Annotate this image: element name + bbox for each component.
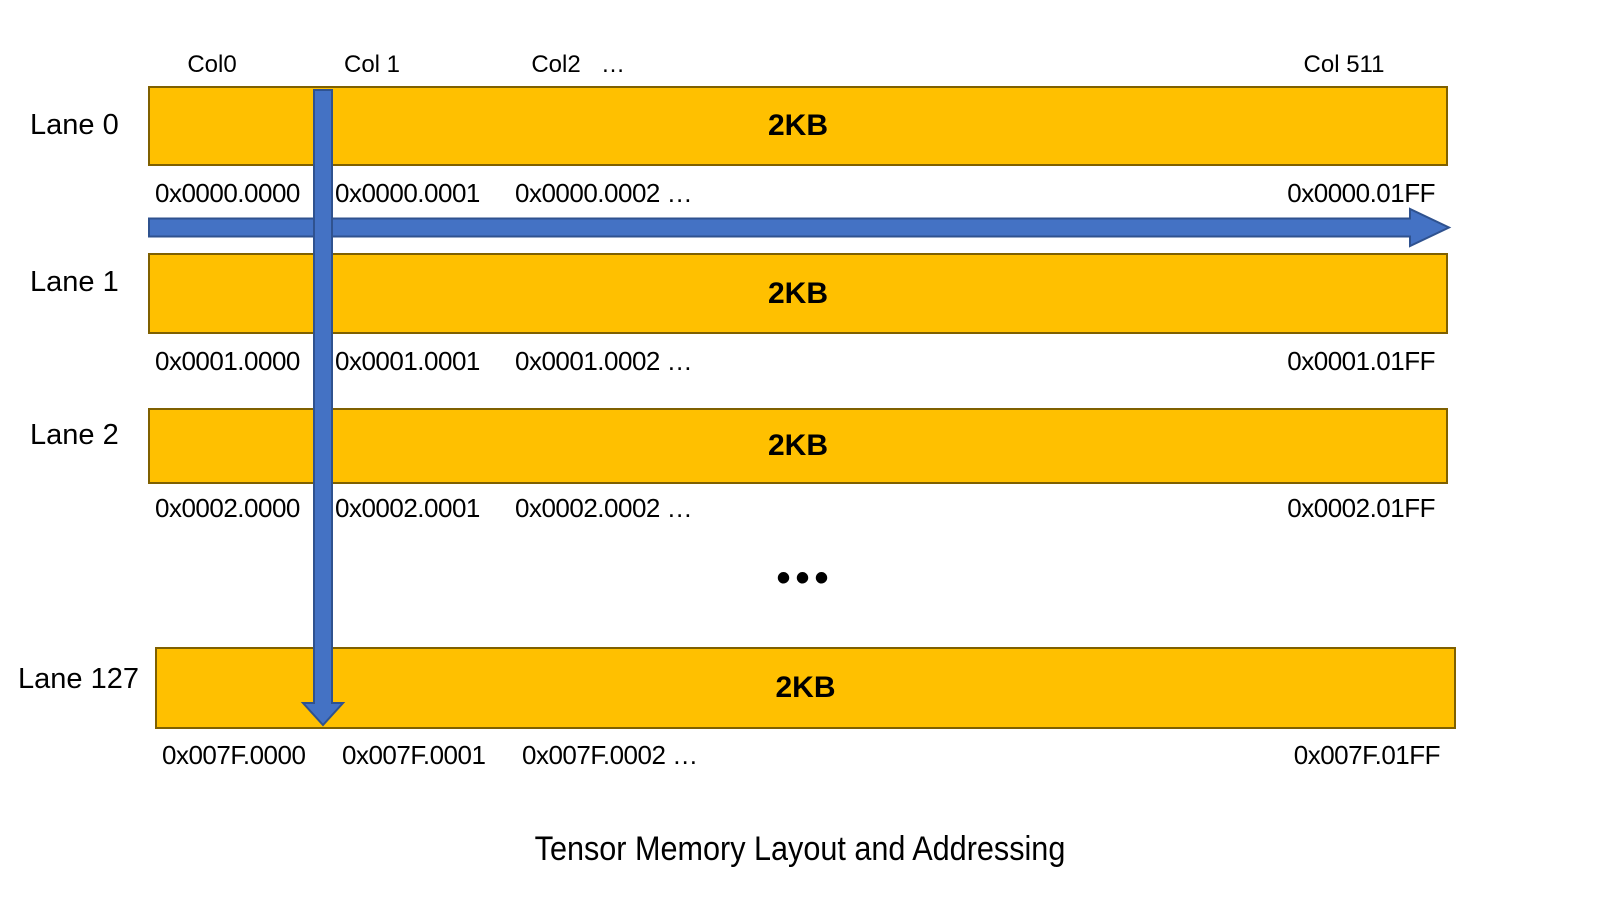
lane-1-addr-0: 0x0001.0000 [155,346,300,376]
horizontal-address-arrow-icon [148,207,1452,248]
lane-2-size-label: 2KB [767,429,828,462]
lane-127-label: Lane 127 [18,663,139,695]
lane-0-addr-0: 0x0000.0000 [155,178,300,208]
diagram-title: Tensor Memory Layout and Addressing [534,830,1066,868]
lane-0-addr-2: 0x0000.0002 … [515,178,693,208]
vertical-lane-arrow-icon [300,89,346,727]
lane-1-label: Lane 1 [30,266,119,298]
lane-127-addr-2: 0x007F.0002 … [522,740,698,770]
lane-127-size-label: 2KB [775,671,836,704]
lane-0-addr-last: 0x0000.01FF [1287,178,1435,208]
lane-2-label: Lane 2 [30,419,119,451]
lane-2-addr-last: 0x0002.01FF [1287,493,1435,523]
col-header-2: Col2 [531,51,581,78]
lane-rows-ellipsis: ••• [776,556,834,600]
lane-0-label: Lane 0 [30,109,119,141]
col-header-511: Col 511 [1303,51,1385,78]
lane-1-addr-1: 0x0001.0001 [335,346,480,376]
lane-1-bar: 2KB [148,253,1448,334]
lane-2-bar: 2KB [148,408,1448,484]
lane-127-addr-0: 0x007F.0000 [162,740,306,770]
lane-1-addr-2: 0x0001.0002 … [515,346,693,376]
lane-2-addr-1: 0x0002.0001 [335,493,480,523]
lane-127-bar: 2KB [155,647,1456,729]
lane-2-addr-0: 0x0002.0000 [155,493,300,523]
lane-127-addr-last: 0x007F.01FF [1293,740,1441,770]
lane-0-size-label: 2KB [767,109,828,142]
col-header-0: Col0 [187,51,237,78]
lane-0-addr-1: 0x0000.0001 [335,178,480,208]
col-header-1: Col 1 [343,51,401,78]
lane-2-addr-2: 0x0002.0002 … [515,493,693,523]
lane-0-bar: 2KB [148,86,1448,166]
lane-1-size-label: 2KB [767,276,828,310]
lane-1-addr-last: 0x0001.01FF [1287,346,1435,376]
lane-127-addr-1: 0x007F.0001 [342,740,486,770]
col-header-ellipsis: … [601,51,625,78]
